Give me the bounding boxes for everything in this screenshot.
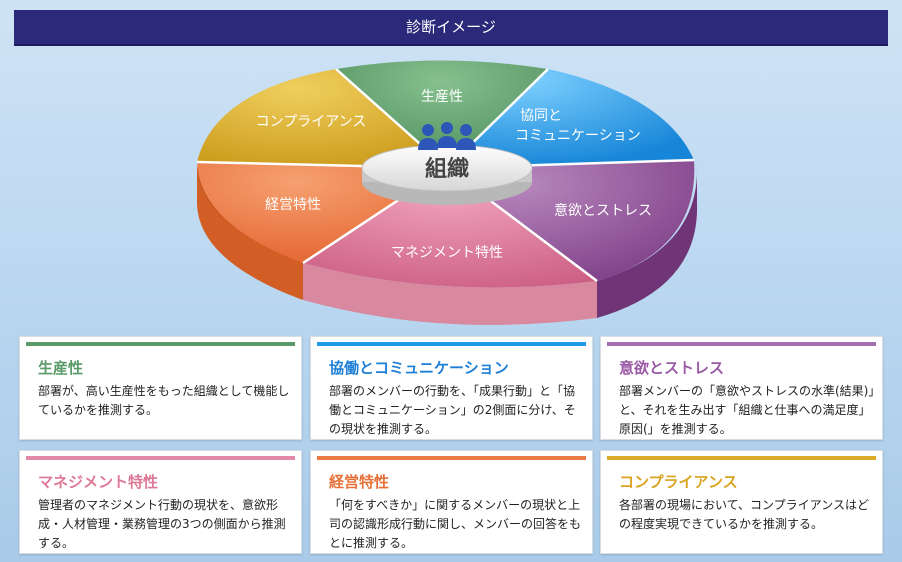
segment-collaboration xyxy=(447,69,694,168)
card-body: 管理者のマネジメント行動の現状を、意欲形成・人材管理・業務管理の3つの側面から推… xyxy=(38,498,286,550)
card-body: 「何をすべきか」に関するメンバーの現状と上司の認識形成行動に関し、メンバーの回答… xyxy=(329,498,582,550)
segment-productivity xyxy=(336,60,548,168)
card-body: 部署が、高い生産性をもった組織として機能しているかを推測する。 xyxy=(38,384,290,417)
card-business: 経営特性 「何をすべきか」に関するメンバーの現状と上司の認識形成行動に関し、メン… xyxy=(310,450,593,554)
card-productivity: 生産性 部署が、高い生産性をもった組織として機能しているかを推測する。 xyxy=(19,336,302,440)
label-collaboration-1: 協同と xyxy=(520,108,562,124)
label-business: 経営特性 xyxy=(265,197,321,213)
side-motivation xyxy=(597,165,698,318)
card-strip xyxy=(317,342,586,346)
card-title: 協働とコミュニケーション xyxy=(329,359,509,377)
card-management: マネジメント特性 管理者のマネジメント行動の現状を、意欲形成・人材管理・業務管理… xyxy=(19,450,302,554)
page-title: 診断イメージ xyxy=(14,10,888,46)
card-title: コンプライアンス xyxy=(619,473,738,491)
card-body: 各部署の現場において、コンプライアンスはどの程度実現できているかを推測する。 xyxy=(619,498,869,531)
segment-compliance xyxy=(197,69,447,168)
card-strip xyxy=(607,342,876,346)
label-collaboration-2: コミュニケーション xyxy=(515,128,641,144)
card-strip xyxy=(26,456,295,460)
side-management xyxy=(303,263,597,325)
side-business-curve xyxy=(197,167,303,300)
label-compliance: コンプライアンス xyxy=(256,114,367,130)
card-strip xyxy=(607,456,876,460)
card-compliance: コンプライアンス 各部署の現場において、コンプライアンスはどの程度実現できている… xyxy=(600,450,883,554)
card-strip xyxy=(26,342,295,346)
card-strip xyxy=(317,456,586,460)
people-icon xyxy=(418,122,476,150)
card-title: 生産性 xyxy=(38,359,84,377)
card-collaboration: 協働とコミュニケーション 部署のメンバーの行動を、「成果行動」と「協働とコミュニ… xyxy=(310,336,593,440)
segment-management xyxy=(303,168,597,288)
card-motivation: 意欲とストレス 部署メンバーの「意欲やストレスの水準(結果)」と、それを生み出す… xyxy=(600,336,883,440)
label-management: マネジメント特性 xyxy=(391,245,503,261)
card-title: マネジメント特性 xyxy=(38,473,159,491)
card-title: 経営特性 xyxy=(329,473,390,491)
hub-label: 組織 xyxy=(425,156,469,182)
organization-diagram: 組織 生産性 協同と コミュニケーション 意欲とストレス マネジメント特性 経営… xyxy=(196,60,698,325)
card-title: 意欲とストレス xyxy=(619,359,725,377)
label-productivity: 生産性 xyxy=(421,89,463,105)
card-body: 部署のメンバーの行動を、「成果行動」と「協働とコミュニケーション」の2側面に分け… xyxy=(329,384,576,436)
card-body: 部署メンバーの「意欲やストレスの水準(結果)」と、それを生み出す「組織と仕事への… xyxy=(619,384,875,436)
label-motivation: 意欲とストレス xyxy=(554,202,652,219)
